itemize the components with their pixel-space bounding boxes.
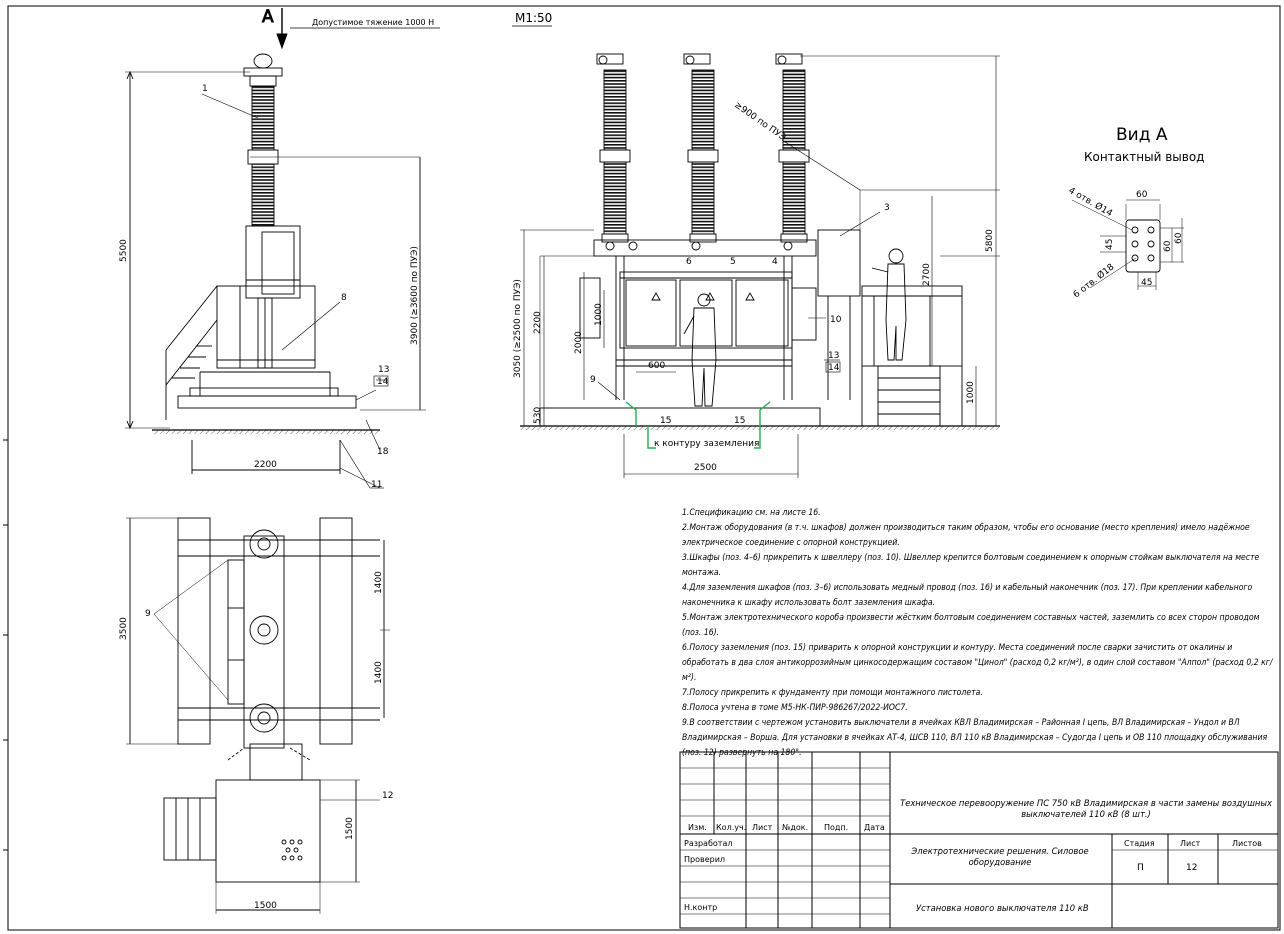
platform-dim-1500-depth: 1500 [345,817,355,840]
front-callout-10: 10 [830,315,842,325]
front-callout-13: 13 [828,351,839,361]
side-callout-11: 11 [371,480,382,490]
tb-section: Электротехнические решения. Силовое обор… [911,846,1089,867]
note-9: 9.В соответствии с чертежом установить в… [682,718,1268,758]
plan-view [126,517,390,914]
view-a-dim-60-right: 60 [1174,232,1184,244]
note-1: 1.Спецификацию см. на листе 16. [682,508,821,518]
tb-proveril: Проверил [684,855,725,864]
side-view: А Допустимое тяжение 1000 Н [119,7,440,489]
front-dim-530: 530 [533,407,543,424]
view-arrow-label: А [262,7,274,27]
note-6: 6.Полосу заземления (поз. 15) приварить … [682,643,1273,683]
tb-listov-label: Листов [1232,839,1262,848]
side-callout-14: 14 [377,377,389,387]
side-callout-13: 13 [378,365,389,375]
front-callout-5: 5 [730,257,736,267]
pole-3 [775,53,810,243]
ground-contour-label: к контуру заземления [654,439,759,449]
view-a [1071,199,1184,290]
view-a-dim-45-left: 45 [1105,239,1115,250]
front-dim-2000: 2000 [574,331,584,354]
plan-dim-3500: 3500 [119,617,129,640]
scale-label: М1:50 [515,11,552,25]
front-dim-5800: 5800 [985,229,995,252]
platform-dim-1500-width: 1500 [254,901,277,911]
note-3: 3.Шкафы (поз. 4–6) прикрепить к швеллеру… [682,553,1260,578]
sheet-frame [3,5,1281,931]
tb-col-podp: Подп. [824,823,848,832]
allowed-tension-label: Допустимое тяжение 1000 Н [312,18,434,27]
tb-project: Техническое перевооружение ПС 750 кВ Вла… [900,798,1272,819]
front-dim-2500: 2500 [694,463,717,473]
front-dim-600: 600 [648,361,665,371]
plan-dim-1400-b: 1400 [374,661,384,684]
view-a-dim-45-bottom: 45 [1141,278,1152,288]
tb-col-ndok: №док. [782,823,808,832]
note-5: 5.Монтаж электротехнического короба прои… [682,613,1260,638]
view-a-holes-14: 4 отв. Ø14 [1067,185,1115,219]
plan-callout-9: 9 [145,609,151,619]
view-a-subtitle: Контактный вывод [1084,150,1204,164]
front-callout-4: 4 [772,257,778,267]
note-2: 2.Монтаж оборудования (в т.ч. шкафов) до… [682,523,1250,548]
note-7: 7.Полосу прикрепить к фундаменту при пом… [682,688,983,698]
front-dim-3050: 3050 (≥2500 по ПУЭ) [513,279,523,378]
tb-razrabotal: Разработал [684,839,732,848]
front-dim-2200: 2200 [533,311,543,334]
note-4: 4.Для заземления шкафов (поз. 3–6) испол… [682,583,1253,608]
pole-2 [683,53,719,243]
tb-col-data: Дата [864,823,885,832]
front-callout-15b: 15 [734,416,745,426]
pole-1 [596,53,631,243]
ground-strips [625,401,771,449]
tb-stadiya-label: Стадия [1124,839,1155,848]
front-dim-clearance: ≥900 по ПУЭ [732,100,787,143]
front-callout-9: 9 [590,375,596,385]
tb-col-list: Лист [752,823,773,832]
title-block [679,751,1279,929]
tb-list: 12 [1186,863,1197,873]
side-dim-2200: 2200 [254,460,277,470]
side-callout-8: 8 [341,293,347,303]
front-callout-6: 6 [686,257,692,267]
front-dim-1000-cabinet: 1000 [594,303,604,326]
side-dim-3900: 3900 (≥3600 по ПУЭ) [410,246,420,345]
front-callout-3: 3 [884,203,890,213]
view-a-dim-60-top: 60 [1136,190,1148,200]
tb-sheet-title: Установка нового выключателя 110 кВ [916,903,1089,913]
side-callout-1: 1 [202,84,208,94]
plan-dim-1400-a: 1400 [374,571,384,594]
tb-nkontr: Н.контр [684,903,717,912]
front-callout-15a: 15 [660,416,671,426]
tb-col-kol: Кол.уч. [716,823,746,832]
tb-stadiya: П [1137,863,1144,873]
side-callout-18: 18 [377,447,389,457]
view-a-dim-60-mid: 60 [1163,240,1173,252]
view-a-holes-18: 6 отв. Ø18 [1071,261,1117,300]
side-dim-5500: 5500 [119,239,129,262]
platform-callout-12: 12 [382,791,393,801]
tb-col-izm: Изм. [688,823,707,832]
general-notes: 1.Спецификацию см. на листе 16. 2.Монтаж… [682,506,1278,761]
tb-list-label: Лист [1180,839,1201,848]
note-8: 8.Полоса учтена в томе М5-НК-ПИР-986267/… [682,703,908,713]
front-dim-1000-platform: 1000 [966,381,976,404]
view-a-title: Вид А [1116,125,1168,145]
front-dim-2700: 2700 [922,263,932,286]
front-callout-14: 14 [828,363,840,373]
